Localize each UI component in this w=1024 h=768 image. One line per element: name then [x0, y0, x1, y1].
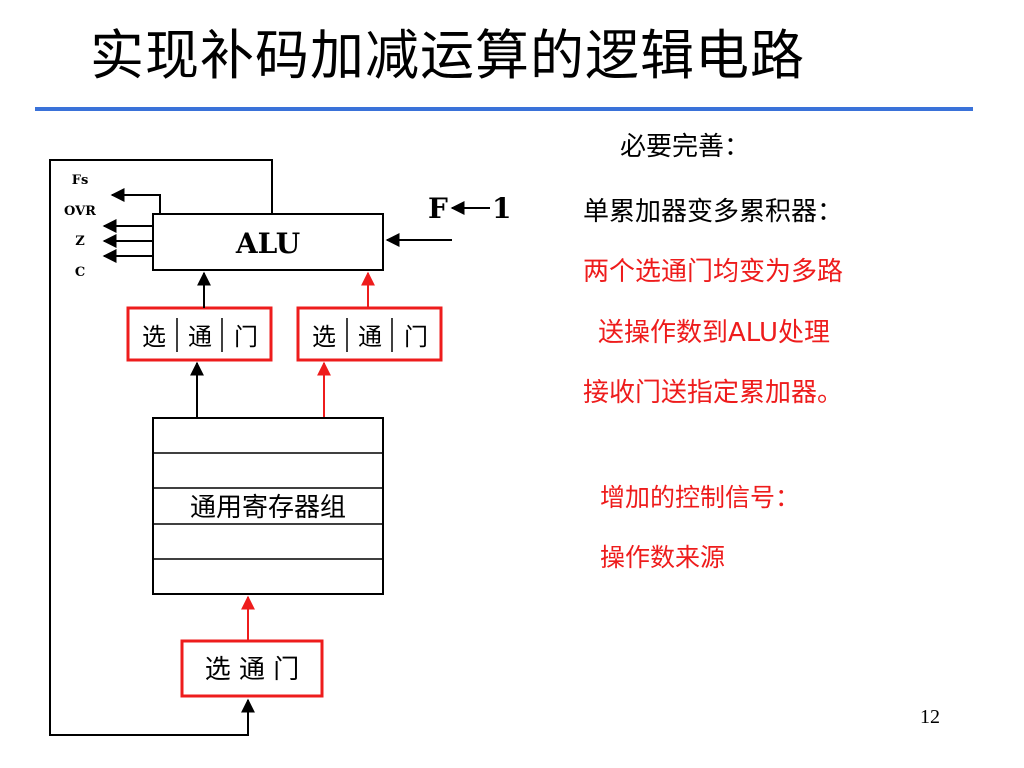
right-gate-char-3: 门: [404, 323, 428, 351]
alu-label: ALU: [235, 227, 300, 260]
bottom-gate-box: [180, 639, 324, 698]
slide-title: 实现补码加减运算的逻辑电路: [90, 24, 805, 87]
flag-c: C: [75, 265, 85, 280]
register-file-label: 通用寄存器组: [190, 493, 346, 523]
notes-line-1: 单累加器变多累积器：: [583, 197, 844, 227]
notes-line-2: 两个选通门均变为多路: [583, 257, 844, 287]
flag-ovr: OVR: [64, 204, 96, 219]
notes-line-4: 接收门送指定累加器。: [583, 378, 844, 408]
feedback-wire: [49, 159, 273, 736]
title-underline: [35, 107, 973, 111]
flag-fs: Fs: [72, 173, 89, 188]
left-gate-char-3: 门: [234, 323, 258, 351]
f-value: 1: [492, 192, 511, 225]
left-gate-char-1: 选: [142, 323, 166, 351]
f-label: F: [428, 192, 448, 225]
page-number: 12: [920, 706, 940, 728]
notes-heading: 必要完善：: [620, 132, 751, 162]
bottom-gate-label: 选 通 门: [205, 655, 300, 685]
notes-line-3: 送操作数到ALU处理: [598, 318, 831, 348]
right-gate-char-2: 通: [358, 323, 382, 351]
control-signal-item: 操作数来源: [600, 543, 726, 572]
left-gate-box: [126, 306, 273, 362]
register-file-box: [152, 417, 384, 595]
left-gate-char-2: 通: [188, 323, 212, 351]
control-signals-heading: 增加的控制信号：: [600, 483, 801, 512]
right-gate-char-1: 选: [312, 323, 336, 351]
fs-flag-wire: [110, 188, 161, 214]
flag-z: Z: [75, 234, 85, 249]
right-gate-box: [296, 306, 443, 362]
alu-box: [152, 213, 384, 271]
